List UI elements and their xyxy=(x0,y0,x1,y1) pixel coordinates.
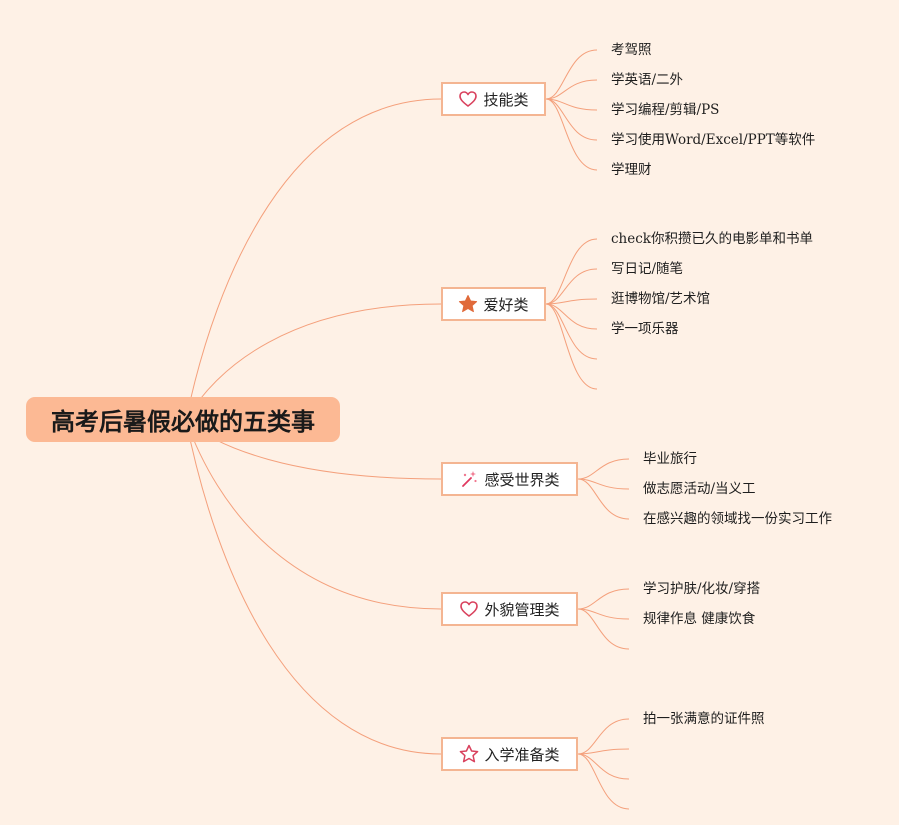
branch-topic-label: 入学准备类 xyxy=(484,745,560,764)
root-topic[interactable]: 高考后暑假必做的五类事 xyxy=(26,397,340,442)
subtopic-3-2[interactable]: 做志愿活动/当义工 xyxy=(643,481,756,497)
empty-subtopic-5-4[interactable] xyxy=(643,801,644,817)
subtopic-4-2[interactable]: 规律作息 健康饮食 xyxy=(643,611,756,627)
connector-2-2 xyxy=(577,478,630,520)
connector-2-0 xyxy=(577,458,630,480)
connector-4-3 xyxy=(577,753,630,810)
connector-0-3 xyxy=(545,98,598,141)
subtopic-3-1[interactable]: 毕业旅行 xyxy=(643,451,697,467)
connector-3-2 xyxy=(577,608,630,650)
heart-outline-icon xyxy=(458,89,478,109)
subtopic-5-1[interactable]: 拍一张满意的证件照 xyxy=(643,711,765,727)
connector-1-1 xyxy=(545,268,598,305)
branch-topic-label: 技能类 xyxy=(483,90,529,109)
star-filled-icon xyxy=(458,294,478,314)
subtopic-1-3[interactable]: 学习编程/剪辑/PS xyxy=(611,102,720,118)
branch-topic-5[interactable]: 入学准备类 xyxy=(441,737,578,771)
magic-wand-icon xyxy=(459,469,479,489)
connector-0-4 xyxy=(545,98,598,171)
branch-topic-1[interactable]: 技能类 xyxy=(441,82,546,116)
branch-topic-label: 感受世界类 xyxy=(484,470,560,489)
connector-root-to-3 xyxy=(185,419,442,610)
empty-subtopic-2-5[interactable] xyxy=(611,351,612,367)
connector-4-2 xyxy=(577,753,630,780)
connector-root-to-4 xyxy=(185,419,442,755)
empty-subtopic-2-6[interactable] xyxy=(611,381,612,397)
subtopic-2-3[interactable]: 逛博物馆/艺术馆 xyxy=(611,291,711,307)
connector-2-1 xyxy=(577,478,630,490)
subtopic-1-5[interactable]: 学理财 xyxy=(611,162,652,178)
subtopic-2-4[interactable]: 学一项乐器 xyxy=(611,321,679,337)
root-topic-label: 高考后暑假必做的五类事 xyxy=(51,408,315,436)
connector-root-to-0 xyxy=(185,98,442,421)
branch-topic-2[interactable]: 爱好类 xyxy=(441,287,546,321)
subtopic-3-3[interactable]: 在感兴趣的领域找一份实习工作 xyxy=(643,511,832,527)
connector-1-3 xyxy=(545,303,598,330)
connector-0-1 xyxy=(545,79,598,100)
connector-1-2 xyxy=(545,298,598,305)
connector-1-4 xyxy=(545,303,598,360)
subtopic-1-4[interactable]: 学习使用Word/Excel/PPT等软件 xyxy=(611,132,816,148)
branch-topic-label: 外貌管理类 xyxy=(484,600,560,619)
star-outline-icon xyxy=(459,744,479,764)
subtopic-2-1[interactable]: check你积攒已久的电影单和书单 xyxy=(611,231,813,247)
subtopic-1-1[interactable]: 考驾照 xyxy=(611,42,652,58)
subtopic-2-2[interactable]: 写日记/随笔 xyxy=(611,261,684,277)
branch-topic-4[interactable]: 外貌管理类 xyxy=(441,592,578,626)
connector-4-1 xyxy=(577,748,630,755)
connector-4-0 xyxy=(577,718,630,755)
branch-topic-label: 爱好类 xyxy=(483,295,529,314)
empty-subtopic-4-3[interactable] xyxy=(643,641,644,657)
connector-0-0 xyxy=(545,49,598,100)
subtopic-4-1[interactable]: 学习护肤/化妆/穿搭 xyxy=(643,581,761,597)
branch-topic-3[interactable]: 感受世界类 xyxy=(441,462,578,496)
empty-subtopic-5-3[interactable] xyxy=(643,771,644,787)
connector-3-0 xyxy=(577,588,630,610)
subtopic-1-2[interactable]: 学英语/二外 xyxy=(611,72,684,88)
empty-subtopic-5-2[interactable] xyxy=(643,741,644,757)
connector-3-1 xyxy=(577,608,630,620)
connector-1-0 xyxy=(545,238,598,305)
connector-1-5 xyxy=(545,303,598,390)
heart-outline-icon xyxy=(459,599,479,619)
